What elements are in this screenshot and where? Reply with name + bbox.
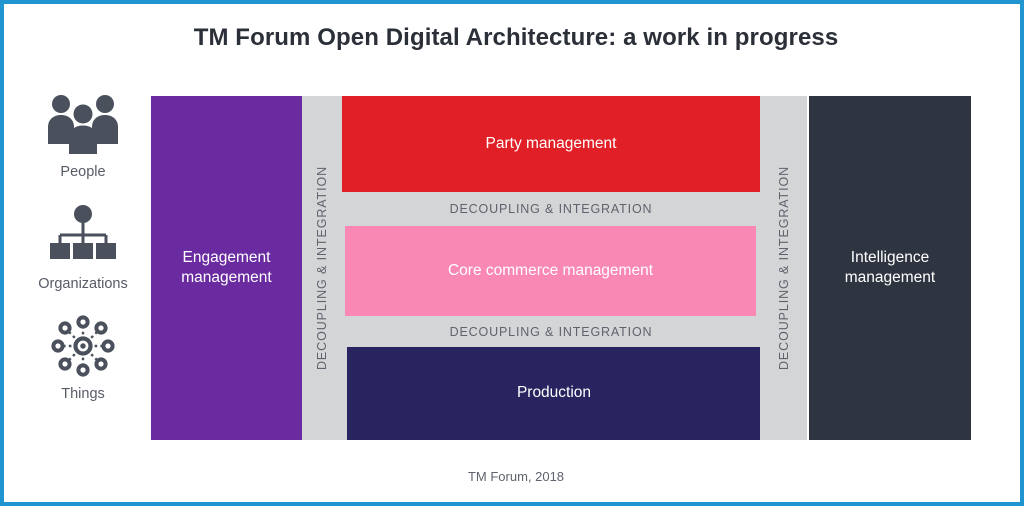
decoupling-band-label: DECOUPLING & INTEGRATION bbox=[449, 202, 653, 216]
sidebar-item-organizations: Organizations bbox=[22, 204, 144, 292]
decoupling-band-vertical-right: DECOUPLING & INTEGRATION bbox=[760, 96, 807, 440]
sidebar-item-people: People bbox=[22, 92, 144, 180]
block-engagement-management[interactable]: Engagement management bbox=[151, 96, 302, 440]
sidebar-item-label: Things bbox=[61, 386, 105, 402]
block-label: Party management bbox=[485, 134, 617, 152]
sidebar-item-things: Things bbox=[22, 314, 144, 402]
block-label-line1: Intelligence bbox=[850, 248, 930, 266]
block-label-line1: Engagement bbox=[182, 248, 271, 266]
block-label-line2: management bbox=[844, 269, 936, 286]
block-label-line2: management bbox=[181, 269, 272, 286]
entity-sidebar: People bbox=[22, 92, 144, 422]
block-core-commerce-management[interactable]: Core commerce management bbox=[345, 226, 756, 316]
sidebar-item-label: People bbox=[60, 164, 106, 180]
block-label: Core commerce management bbox=[447, 261, 654, 279]
people-group-icon bbox=[22, 92, 144, 158]
org-chart-icon bbox=[22, 204, 144, 270]
decoupling-band-vertical-left: DECOUPLING & INTEGRATION bbox=[302, 96, 342, 440]
source-caption: TM Forum, 2018 bbox=[467, 469, 565, 484]
page-title: TM Forum Open Digital Architecture: a wo… bbox=[193, 24, 839, 51]
block-label: Production bbox=[516, 384, 592, 402]
decoupling-band-label: DECOUPLING & INTEGRATION bbox=[776, 165, 791, 371]
block-intelligence-management[interactable]: Intelligence management bbox=[809, 96, 971, 440]
decoupling-band-horizontal-top: DECOUPLING & INTEGRATION bbox=[342, 192, 760, 226]
decoupling-band-label: DECOUPLING & INTEGRATION bbox=[315, 165, 329, 371]
sidebar-item-label: Organizations bbox=[38, 276, 128, 292]
iot-network-icon bbox=[22, 314, 144, 380]
architecture-diagram: Engagement management DECOUPLING & INTEG… bbox=[151, 96, 971, 440]
block-party-management[interactable]: Party management bbox=[342, 96, 760, 192]
decoupling-band-label: DECOUPLING & INTEGRATION bbox=[449, 324, 653, 339]
block-production[interactable]: Production bbox=[347, 347, 761, 440]
decoupling-band-horizontal-bottom: DECOUPLING & INTEGRATION bbox=[342, 316, 760, 347]
